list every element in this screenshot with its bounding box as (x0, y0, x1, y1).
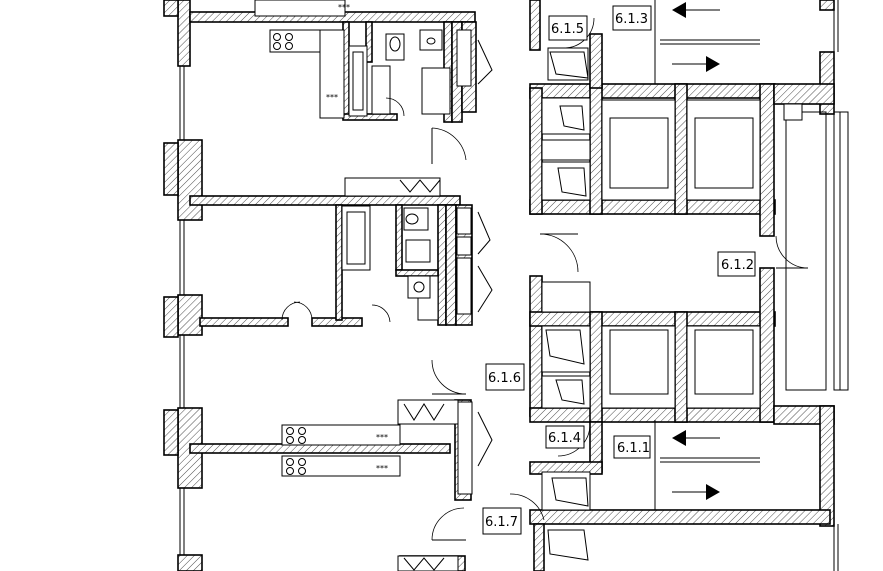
room-label-6-1-6: 6.1.6 (488, 371, 521, 386)
room-label-6-1-4: 6.1.4 (548, 431, 581, 446)
core-walls (529, 0, 835, 571)
room-label-6-1-2: 6.1.2 (721, 258, 754, 273)
room-label-6-1-3: 6.1.3 (615, 12, 648, 27)
room-label-6-1-1: 6.1.1 (617, 441, 650, 456)
core-doors (509, 17, 809, 521)
hob-symbol: *** (376, 464, 388, 473)
room-labels: 6.1.1 6.1.2 6.1.3 6.1.4 6.1.5 6.1.6 6.1.… (482, 5, 756, 535)
facade-wall-left (163, 0, 203, 571)
room-label-6-1-7: 6.1.7 (485, 515, 518, 530)
service-closets (541, 47, 591, 561)
hob-symbol: *** (326, 93, 338, 102)
kitchen-counters (254, 0, 459, 571)
hob-markers: *** *** *** *** (326, 3, 388, 473)
ventilation-shafts (417, 29, 473, 495)
room-label-6-1-5: 6.1.5 (551, 22, 584, 37)
bathroom-fixtures (341, 29, 443, 299)
apartment-doors (281, 39, 493, 541)
elevators (601, 99, 761, 409)
hob-symbol: *** (376, 433, 388, 442)
right-corridor (783, 0, 849, 571)
hob-symbol: *** (338, 3, 350, 12)
stairs (654, 0, 760, 510)
